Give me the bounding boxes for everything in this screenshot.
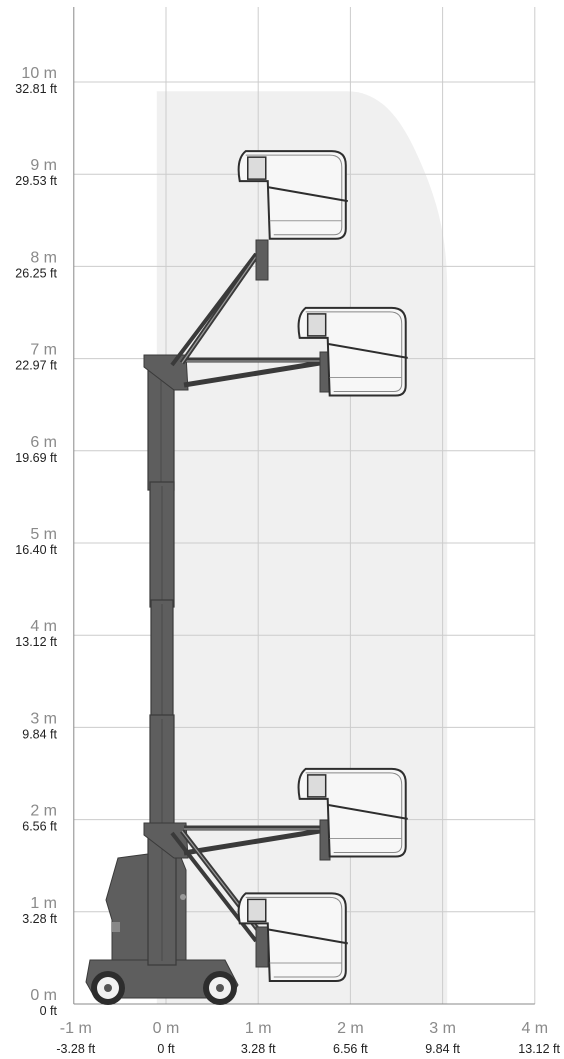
platform-midrail [267, 928, 348, 945]
y-tick-label-m: 5 m [30, 526, 57, 543]
platform-inner-rail [245, 896, 343, 978]
y-tick-label-ft: 13.12 ft [15, 635, 57, 649]
wheel-hub [104, 984, 112, 992]
chassis-detail [180, 894, 186, 900]
axes [73, 7, 535, 1005]
x-axis-labels: -1 m -3.28 ft 0 m 0 ft 1 m 3.28 ft 2 m 6.56 ft 3… [56, 1020, 560, 1056]
platform-raised-stowed [237, 150, 348, 240]
y-tick-label-m: 9 m [30, 157, 57, 174]
y-tick-label-m: 2 m [30, 803, 57, 820]
platform-midrail [327, 342, 408, 359]
platform-raised-extended [297, 306, 408, 397]
mast-lift-machine [85, 239, 331, 1005]
x-tick-label-m: 2 m [337, 1020, 364, 1037]
platform-midrail [327, 803, 408, 820]
x-tick-label-m: 1 m [245, 1020, 272, 1037]
jib-pivot-stowed [255, 926, 269, 968]
y-tick-label-m: 4 m [30, 618, 57, 635]
y-tick-label-ft: 32.81 ft [15, 82, 57, 96]
y-tick-label-m: 8 m [30, 249, 57, 266]
y-tick-label-ft: 9.84 ft [22, 727, 57, 741]
x-tick-label-ft: 9.84 ft [425, 1042, 460, 1056]
jib-head [143, 822, 189, 859]
jib-arm-lower [183, 359, 327, 388]
x-tick-label-ft: 3.28 ft [241, 1042, 276, 1056]
y-tick-label-m: 1 m [30, 895, 57, 912]
jib-arm-diagonal-highlight [181, 247, 263, 364]
x-tick-label-ft: 0 ft [157, 1042, 175, 1056]
x-tick-label-ft: 13.12 ft [518, 1042, 560, 1056]
jib-arm-lower [183, 827, 327, 856]
x-tick-label-m: 3 m [429, 1020, 456, 1037]
y-tick-label-ft: 0 ft [40, 1004, 58, 1018]
platform-lowered-stowed [237, 892, 348, 982]
y-tick-label-m: 7 m [30, 342, 57, 359]
y-tick-label-m: 3 m [30, 710, 57, 727]
y-tick-label-m: 10 m [21, 65, 57, 82]
chassis-light [112, 922, 120, 932]
x-tick-label-ft: -3.28 ft [56, 1042, 95, 1056]
platform-lowered-extended [297, 767, 408, 858]
x-tick-label-m: 0 m [153, 1020, 180, 1037]
y-axis-labels: 0 m0 ft 1 m3.28 ft 2 m6.56 ft 3 m9.84 ft 4 m… [15, 65, 57, 1018]
platform-control-console [306, 774, 327, 798]
x-tick-label-ft: 6.56 ft [333, 1042, 368, 1056]
platform-control-console [247, 156, 267, 180]
y-tick-label-m: 0 m [30, 987, 57, 1004]
platforms [237, 150, 408, 982]
platform-control-console [247, 898, 267, 923]
y-tick-label-ft: 29.53 ft [15, 174, 57, 188]
y-tick-label-ft: 3.28 ft [22, 912, 57, 926]
platform-inner-rail [245, 154, 343, 236]
platform-control-console [306, 313, 327, 337]
y-tick-label-ft: 6.56 ft [22, 820, 57, 834]
platform-midrail [267, 186, 348, 203]
y-tick-label-ft: 26.25 ft [15, 266, 57, 280]
y-tick-label-ft: 16.40 ft [15, 543, 57, 557]
jib-pivot-stowed [255, 239, 269, 281]
jib-arm-diagonal-2 [170, 252, 258, 367]
platform-inner-rail [305, 772, 403, 853]
y-tick-label-ft: 22.97 ft [15, 359, 57, 373]
y-tick-label-ft: 19.69 ft [15, 451, 57, 465]
x-tick-label-m: 4 m [521, 1020, 548, 1037]
x-tick-label-m: -1 m [60, 1020, 92, 1037]
wheel-hub [216, 984, 224, 992]
y-tick-label-m: 6 m [30, 434, 57, 451]
platform-inner-rail [305, 311, 403, 392]
